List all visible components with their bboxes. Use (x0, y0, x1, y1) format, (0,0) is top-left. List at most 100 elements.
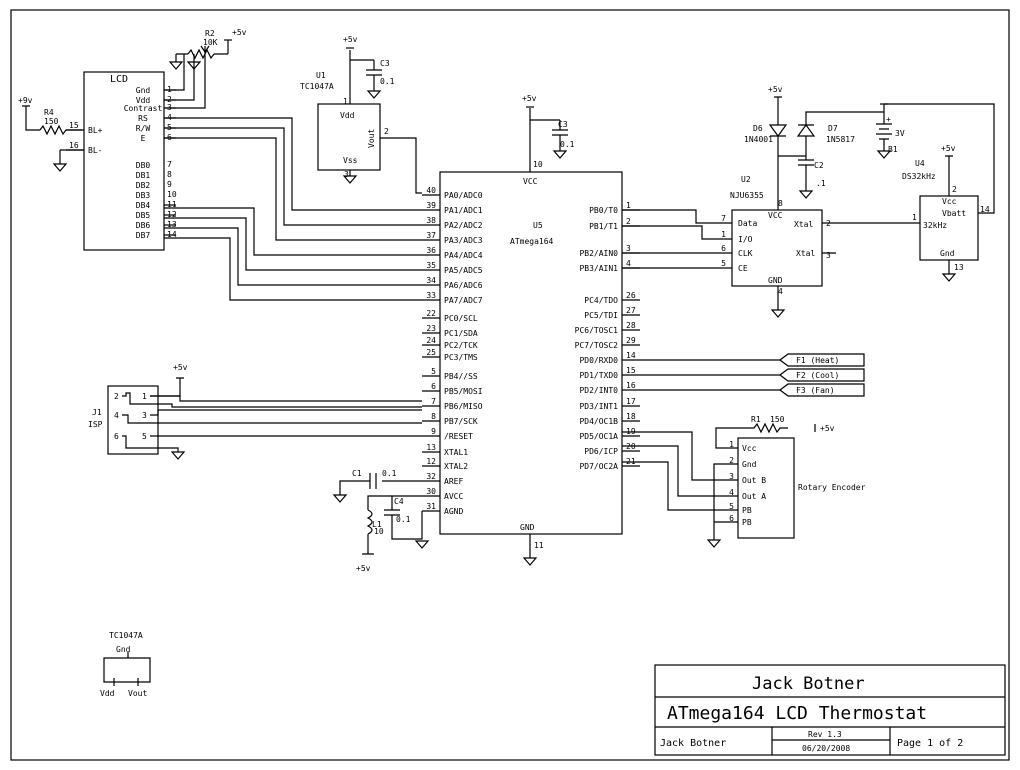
u2-pin-num: 1 (721, 230, 726, 239)
d6-diode (768, 96, 788, 210)
j1-pin-5: 5 (142, 432, 147, 441)
u5-pin-name: PC2/TCK (444, 341, 478, 350)
lcd-pin-num: 16 (69, 141, 79, 150)
wire-e (164, 137, 422, 241)
u4-out: 32kHz (923, 221, 947, 230)
flag-shape (779, 368, 865, 382)
enc-wire-pb (622, 461, 738, 511)
u4-pin-gnd: 13 (954, 263, 964, 272)
u5-vcc-pin: 10 (533, 160, 543, 169)
d7-ref: D7 (828, 124, 838, 133)
u5-pin-num: 30 (426, 487, 436, 496)
encoder-name: Rotary Encoder (798, 483, 866, 492)
u4-gnd-wire (941, 260, 957, 282)
encoder-pin-name: Gnd (742, 460, 757, 469)
c3a-capacitor (366, 60, 382, 91)
u5-pin-num: 31 (426, 502, 436, 511)
u5-pin-num: 1 (626, 201, 631, 210)
lcd-name: LCD (110, 74, 128, 85)
lcd-pin-num: 7 (167, 160, 172, 169)
u5-pin-name: PD0/RXD0 (579, 356, 618, 365)
u2-vcc: VCC (768, 211, 783, 220)
u5-pin-name: PC4/TDO (584, 296, 618, 305)
u1-pin-vdd: 1 (343, 97, 348, 106)
d6-ref: D6 (753, 124, 763, 133)
u5-pin-name: PD6/ICP (584, 447, 618, 456)
u5-pin-num: 40 (426, 186, 436, 195)
gnd-symbol (332, 494, 348, 503)
u1-vdd: Vdd (340, 111, 355, 120)
u2-pin-name: Data (738, 219, 757, 228)
flag-shape (779, 353, 865, 367)
title-date: 06/20/2008 (802, 744, 850, 753)
r2-wiper (200, 45, 210, 102)
gnd-symbol (186, 61, 202, 70)
lcd-pin-name: E (141, 134, 146, 143)
u2-gnd-wire (770, 286, 786, 318)
u5-pin-name: /RESET (444, 432, 473, 441)
gnd-symbol (552, 150, 568, 159)
u5-pin-name: PA0/ADC0 (444, 191, 483, 200)
u4-part: DS32kHz (902, 172, 936, 181)
gnd-symbol (876, 150, 892, 159)
u1-pin-vout: 2 (384, 127, 389, 136)
lcd-pin-num: 15 (69, 121, 79, 130)
c3b-capacitor (552, 120, 568, 151)
c3a-value: 0.1 (380, 77, 395, 86)
lcd-pin-name: DB2 (136, 181, 151, 190)
u1-pin-vss: 3 (344, 170, 349, 179)
c3a-ref: C3 (380, 59, 390, 68)
u5-pin-num: 26 (626, 291, 636, 300)
b1-value: 3V (895, 129, 905, 138)
u5-gnd-pin: 11 (534, 541, 544, 550)
u5-pin-num: 17 (626, 397, 636, 406)
u4-ref: U4 (915, 159, 925, 168)
encoder-pin-num: 2 (729, 456, 734, 465)
u5-pin-name: PB1/T1 (589, 222, 618, 231)
wire-rw (164, 127, 422, 226)
r2-wires (175, 40, 229, 62)
u2-pin-name: CE (738, 264, 748, 273)
encoder-pin-name: PB (742, 506, 752, 515)
u5-pin-name: PD2/INT0 (579, 386, 618, 395)
enc-wire-outb (622, 431, 738, 481)
j1-pin-4: 4 (114, 411, 119, 420)
u2-vcc-pin: 8 (778, 199, 783, 208)
isp-wire-6 (122, 435, 179, 452)
j1-pin-2: 2 (114, 392, 119, 401)
u5-vcc-wire (529, 108, 560, 172)
lcd-pin-name: DB7 (136, 231, 151, 240)
encoder-pin-num: 6 (729, 514, 734, 523)
flag-label: F2 (Cool) (796, 371, 839, 380)
u5-pin-num: 5 (431, 367, 436, 376)
wire-db4 (164, 207, 422, 256)
u5-pin-num: 38 (426, 216, 436, 225)
gnd-symbol (52, 163, 68, 172)
encoder-pin-num: 3 (729, 472, 734, 481)
u5-pin-num: 37 (426, 231, 436, 240)
encoder-pin-name: Out A (742, 492, 766, 501)
isp-wire-2 (122, 392, 422, 408)
lcd-pin-name: DB4 (136, 201, 151, 210)
u5-pin-name: PC3/TMS (444, 353, 478, 362)
isp-vcc-wire (150, 377, 184, 397)
encoder-gnd-wire (713, 463, 738, 540)
legend-vout: Vout (128, 689, 147, 698)
u2-pin-num: 5 (721, 259, 726, 268)
p5-label: +5v (356, 564, 371, 573)
encoder-pin-num: 5 (729, 502, 734, 511)
lcd-pin-name: DB5 (136, 211, 151, 220)
legend-vdd: Vdd (100, 689, 115, 698)
u4-vcc-wire (945, 155, 953, 196)
u2-gnd-pin: 4 (778, 287, 783, 296)
u5-part: ATmega164 (510, 237, 554, 246)
u4-pin-vcc: 2 (952, 185, 957, 194)
lcd-pin-name: RS (138, 114, 148, 123)
title-page: Page 1 of 2 (897, 738, 963, 749)
title-block (654, 664, 1006, 756)
isp-wire-4 (122, 414, 422, 424)
u5-pin-name: PD3/INT1 (579, 402, 618, 411)
u1-ref: U1 (316, 71, 326, 80)
